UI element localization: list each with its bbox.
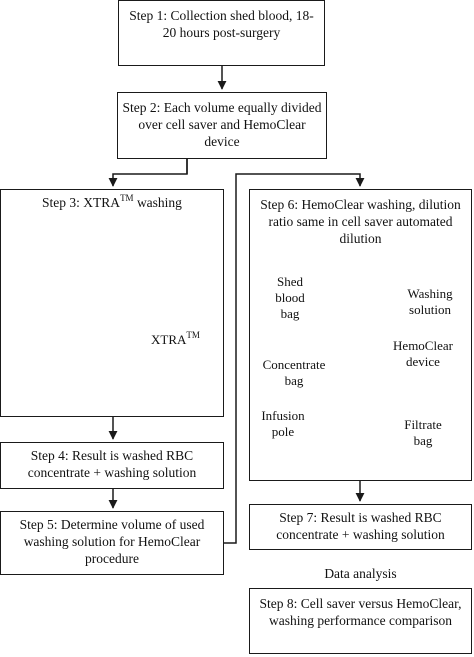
step4-text: Step 4: Result is washed RBC concentrate…: [27, 448, 197, 480]
step6-box: Step 6: HemoClear washing, dilution rati…: [249, 189, 472, 481]
step6-text: Step 6: HemoClear washing, dilution rati…: [260, 197, 461, 246]
step1-box: Step 1: Collection shed blood, 18-20 hou…: [118, 0, 325, 66]
data-analysis-label: Data analysis: [324, 566, 397, 581]
label-shed-blood-bag: Shed blood bag: [275, 274, 305, 321]
step5-box: Step 5: Determine volume of used washing…: [0, 511, 224, 575]
step7-box: Step 7: Result is washed RBC concentrate…: [249, 504, 472, 550]
step8-box: Step 8: Cell saver versus HemoClear, was…: [249, 588, 472, 654]
label-filtrate-bag: Filtrate bag: [404, 417, 442, 448]
step2-box: Step 2: Each volume equally divided over…: [117, 92, 327, 159]
step5-text: Step 5: Determine volume of used washing…: [19, 517, 205, 566]
step2-text: Step 2: Each volume equally divided over…: [122, 100, 322, 149]
step1-text: Step 1: Collection shed blood, 18-20 hou…: [129, 8, 314, 40]
step8-text: Step 8: Cell saver versus HemoClear, was…: [259, 596, 462, 628]
arrow-step5-step6: [222, 173, 365, 544]
step7-text: Step 7: Result is washed RBC concentrate…: [276, 510, 445, 542]
label-hemoclear-device: HemoClear device: [393, 338, 453, 369]
step3-box: Step 3: XTRATM washing: [0, 189, 224, 417]
step3-text: Step 3: XTRATM washing: [42, 193, 182, 211]
label-washing-solution: Washing solution: [407, 286, 453, 317]
xtra-label: XTRATM: [151, 330, 200, 348]
label-infusion-pole: Infusion pole: [261, 408, 305, 439]
label-concentrate-bag: Concentrate bag: [262, 357, 326, 388]
step4-box: Step 4: Result is washed RBC concentrate…: [0, 442, 224, 489]
arrow-step2-step3: [108, 159, 188, 187]
